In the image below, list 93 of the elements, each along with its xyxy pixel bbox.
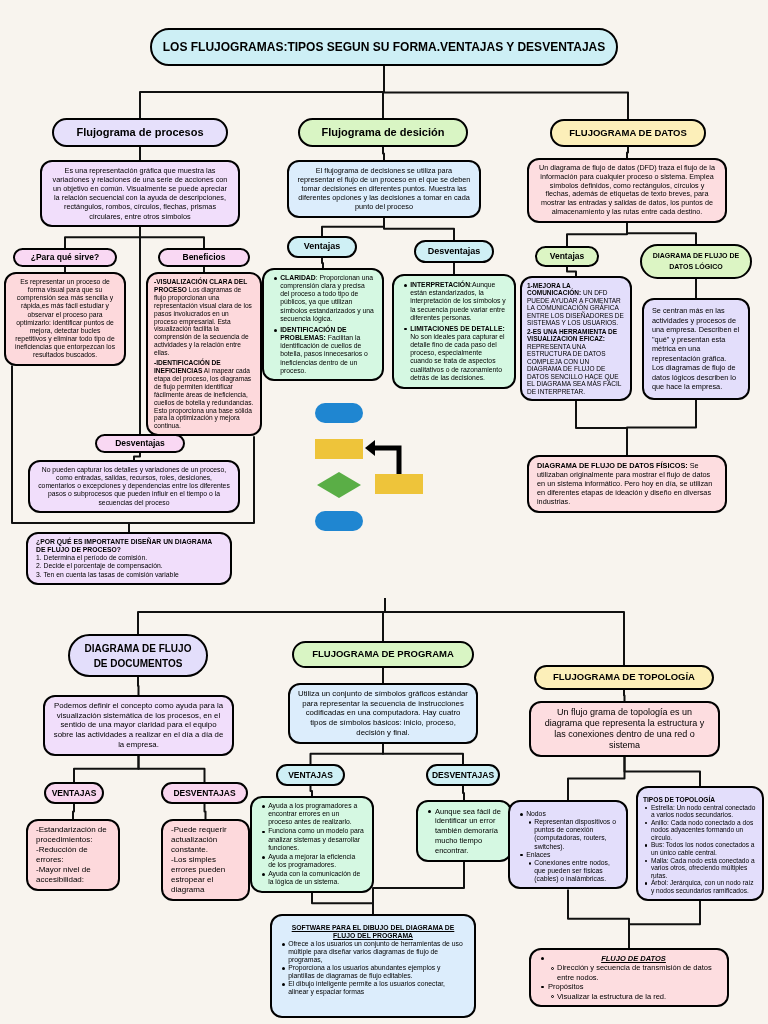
text-card	[161, 819, 250, 901]
topic-pill	[287, 236, 357, 258]
body-text: Un flujo grama de topología es un diagrama que representa la estructura y las conexiones dentro de una red o sistema	[543, 707, 706, 751]
connector-line	[623, 689, 626, 702]
topic-label: DIAGRAMA DE FLUJO DE DOCUMENTOS	[83, 641, 193, 671]
text-card	[262, 268, 384, 381]
connector-line	[382, 742, 464, 765]
topic-label: Ventajas	[549, 250, 585, 263]
text-card	[40, 160, 240, 227]
connector-line	[128, 435, 255, 533]
connector-line	[453, 262, 455, 275]
text-card	[529, 701, 720, 757]
topic-pill	[158, 248, 250, 267]
topic-pill	[276, 764, 345, 786]
text-card	[287, 160, 481, 218]
connector-line	[623, 755, 701, 787]
connector-line	[321, 257, 324, 269]
body-text: -Reducción de errores:	[36, 845, 89, 865]
topic-label: LOS FLUJOGRAMAS:TIPOS SEGUN SU FORMA.VENTAJAS Y DESVENTAJAS	[162, 39, 606, 56]
text-card	[508, 800, 628, 890]
topic-label: DESVENTAJAS	[431, 768, 495, 782]
topic-pill	[95, 434, 185, 453]
connector-line	[139, 146, 141, 161]
topic-pill	[161, 782, 248, 804]
body-text: -Puede requerir actualización constante.	[171, 825, 228, 855]
topic-label: Flujograma de procesos	[76, 125, 204, 141]
topic-pill	[298, 118, 468, 147]
topic-pill	[414, 240, 494, 263]
topic-label: Desventajas	[115, 437, 165, 450]
connector-line	[382, 146, 385, 161]
connector-line	[383, 65, 629, 120]
connector-line	[372, 861, 465, 915]
topic-label: FLUJOGRAMA DE TOPOLOGÍA	[553, 670, 695, 685]
topic-label: Beneficios	[182, 251, 226, 264]
text-card	[43, 695, 234, 756]
connector-line	[137, 754, 206, 783]
topic-pill	[52, 118, 228, 147]
topic-label: Desventajas	[427, 244, 481, 258]
text-card	[642, 298, 750, 400]
text-card	[4, 272, 126, 366]
text-card	[527, 455, 727, 513]
body-text: -Estandarización de procedimientos:	[36, 825, 108, 845]
connector-line	[382, 667, 384, 684]
text-card	[636, 786, 764, 901]
connector-line	[137, 676, 140, 696]
text-card	[527, 158, 727, 223]
connector-line	[203, 265, 205, 273]
text-card	[26, 819, 120, 891]
connector-line	[309, 785, 313, 797]
connector-line	[626, 399, 697, 456]
text-card	[28, 460, 240, 513]
text-card	[250, 796, 374, 893]
body-text: -Mayor nivel de accesibilidad:	[36, 865, 92, 885]
connector-line	[203, 803, 207, 820]
connector-line	[626, 146, 629, 159]
topic-label: VENTAJAS	[51, 786, 97, 800]
body-text: -Los simples errores pueden estropear el diagrama	[171, 855, 227, 895]
topic-label: DESVENTAJAS	[173, 786, 236, 800]
text-card	[288, 683, 478, 744]
topic-pill	[535, 246, 599, 267]
connector-line	[64, 265, 66, 273]
topic-pill	[44, 782, 104, 804]
text-card	[392, 274, 516, 389]
topic-label: FLUJOGRAMA DE PROGRAMA	[312, 647, 454, 662]
topic-label: ¿Para qué sirve?	[30, 251, 100, 264]
connector-line	[383, 216, 455, 241]
text-card	[26, 532, 232, 585]
text-card	[146, 272, 262, 437]
connector-line	[384, 597, 625, 666]
topic-pill	[550, 119, 706, 147]
topic-label: FLUJOGRAMA DE DATOS	[569, 125, 687, 140]
topic-pill	[640, 244, 752, 279]
text-card	[416, 800, 512, 862]
topic-pill	[13, 248, 117, 267]
text-card	[529, 948, 729, 1007]
title-banner	[150, 28, 618, 66]
topic-pill	[68, 634, 208, 677]
connector-line	[695, 278, 697, 299]
connector-line	[628, 899, 701, 949]
connector-line	[626, 221, 697, 245]
connector-line	[72, 803, 75, 820]
topic-label: Ventajas	[303, 240, 341, 254]
connector-line	[139, 225, 205, 249]
text-card	[520, 276, 632, 402]
topic-label: VENTAJAS	[288, 768, 333, 782]
connector-line	[566, 266, 577, 277]
connector-line	[462, 785, 465, 801]
text-card	[270, 914, 476, 1018]
connector-line	[133, 451, 141, 461]
topic-pill	[426, 764, 500, 786]
topic-pill	[292, 641, 474, 668]
topic-label: Flujograma de desición	[321, 125, 445, 141]
topic-pill	[534, 665, 714, 690]
